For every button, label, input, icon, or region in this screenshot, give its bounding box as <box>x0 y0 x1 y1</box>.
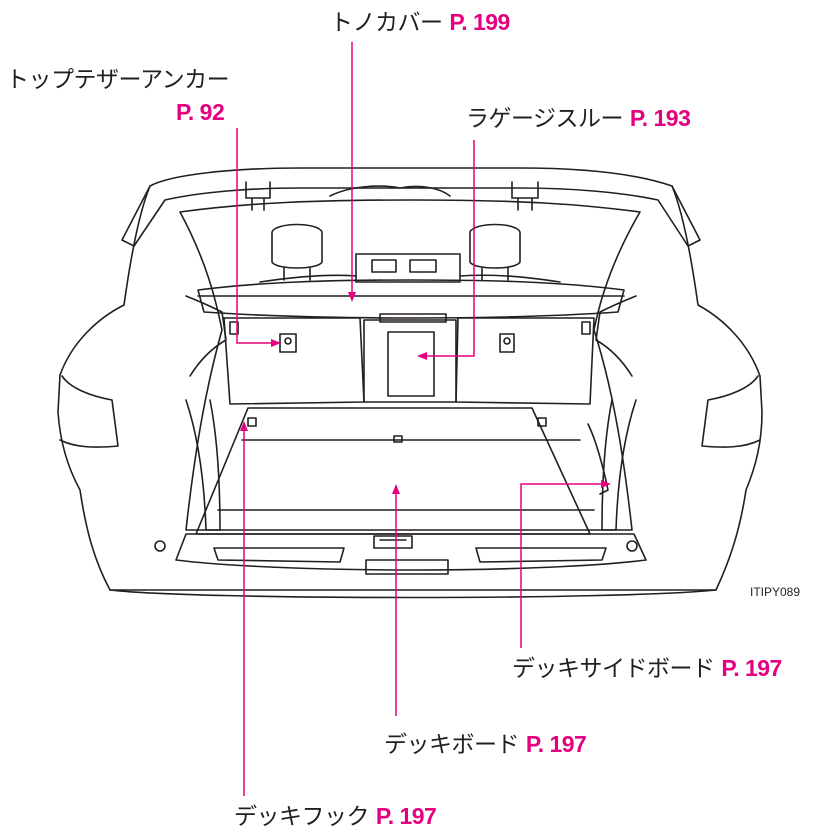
left-deck-side-board <box>185 399 221 531</box>
right-tether-anchor <box>499 333 515 353</box>
left-tether-anchor <box>279 333 297 353</box>
arrowhead-tonneau-cover <box>348 292 356 302</box>
callout-luggage-through-ref: P. 193 <box>629 105 691 131</box>
callout-top-tether-anchor-label: トップテザーアンカー <box>6 67 230 93</box>
callout-tonneau-cover: トノカバー P. 199 <box>330 8 510 37</box>
callout-top-tether-anchor-ref-box: P. 92 <box>176 98 225 127</box>
left-deck-hook <box>247 417 257 427</box>
callout-deck-hook-label: デッキフック <box>234 804 370 830</box>
right-headrest <box>469 223 521 269</box>
leader-deck-side-board <box>520 483 604 648</box>
leader-top-tether-anchor <box>236 128 274 344</box>
callout-deck-side-board: デッキサイドボード P. 197 <box>512 654 782 683</box>
callout-deck-board-label: デッキボード <box>384 732 520 758</box>
figure-code: ITIPY089 <box>750 585 801 599</box>
callout-tonneau-cover-label: トノカバー <box>330 10 443 36</box>
deck-board-handle <box>373 535 413 549</box>
left-seatback <box>223 317 365 405</box>
arrowhead-deck-hook <box>240 421 248 431</box>
arrowhead-deck-side-board <box>601 480 611 488</box>
arrowhead-luggage-through <box>417 352 427 360</box>
callout-top-tether-anchor-ref: P. 92 <box>176 99 225 125</box>
callout-luggage-through: ラゲージスルー P. 193 <box>466 104 691 133</box>
callout-deck-side-board-ref: P. 197 <box>721 655 782 681</box>
callout-deck-hook-ref: P. 197 <box>375 803 437 829</box>
callout-luggage-through-label: ラゲージスルー <box>466 106 624 132</box>
cargo-opening <box>179 199 641 531</box>
right-deck-side-board <box>601 399 637 531</box>
left-headrest <box>271 223 323 269</box>
right-tail-light <box>701 375 761 448</box>
deck-board <box>195 407 591 535</box>
hatch-frame <box>121 167 701 247</box>
callout-deck-side-board-label: デッキサイドボード <box>512 656 715 682</box>
callout-deck-board: デッキボード P. 197 <box>384 730 587 759</box>
center-seatback <box>363 319 457 403</box>
arrowhead-deck-board <box>392 484 400 494</box>
arrowhead-top-tether-anchor <box>271 339 281 347</box>
right-seatback <box>455 317 595 405</box>
callout-tonneau-cover-ref: P. 199 <box>449 9 510 35</box>
left-tail-light <box>59 375 119 448</box>
luggage-through-panel <box>387 331 435 397</box>
callout-deck-hook: デッキフック P. 197 <box>234 802 437 831</box>
callout-top-tether-anchor-label-box: トップテザーアンカー <box>6 66 230 94</box>
callout-deck-board-ref: P. 197 <box>525 731 587 757</box>
right-deck-hook <box>537 417 547 427</box>
rear-bumper-sill <box>175 533 647 571</box>
tonneau-cover <box>197 279 625 319</box>
leader-luggage-through <box>424 140 475 357</box>
